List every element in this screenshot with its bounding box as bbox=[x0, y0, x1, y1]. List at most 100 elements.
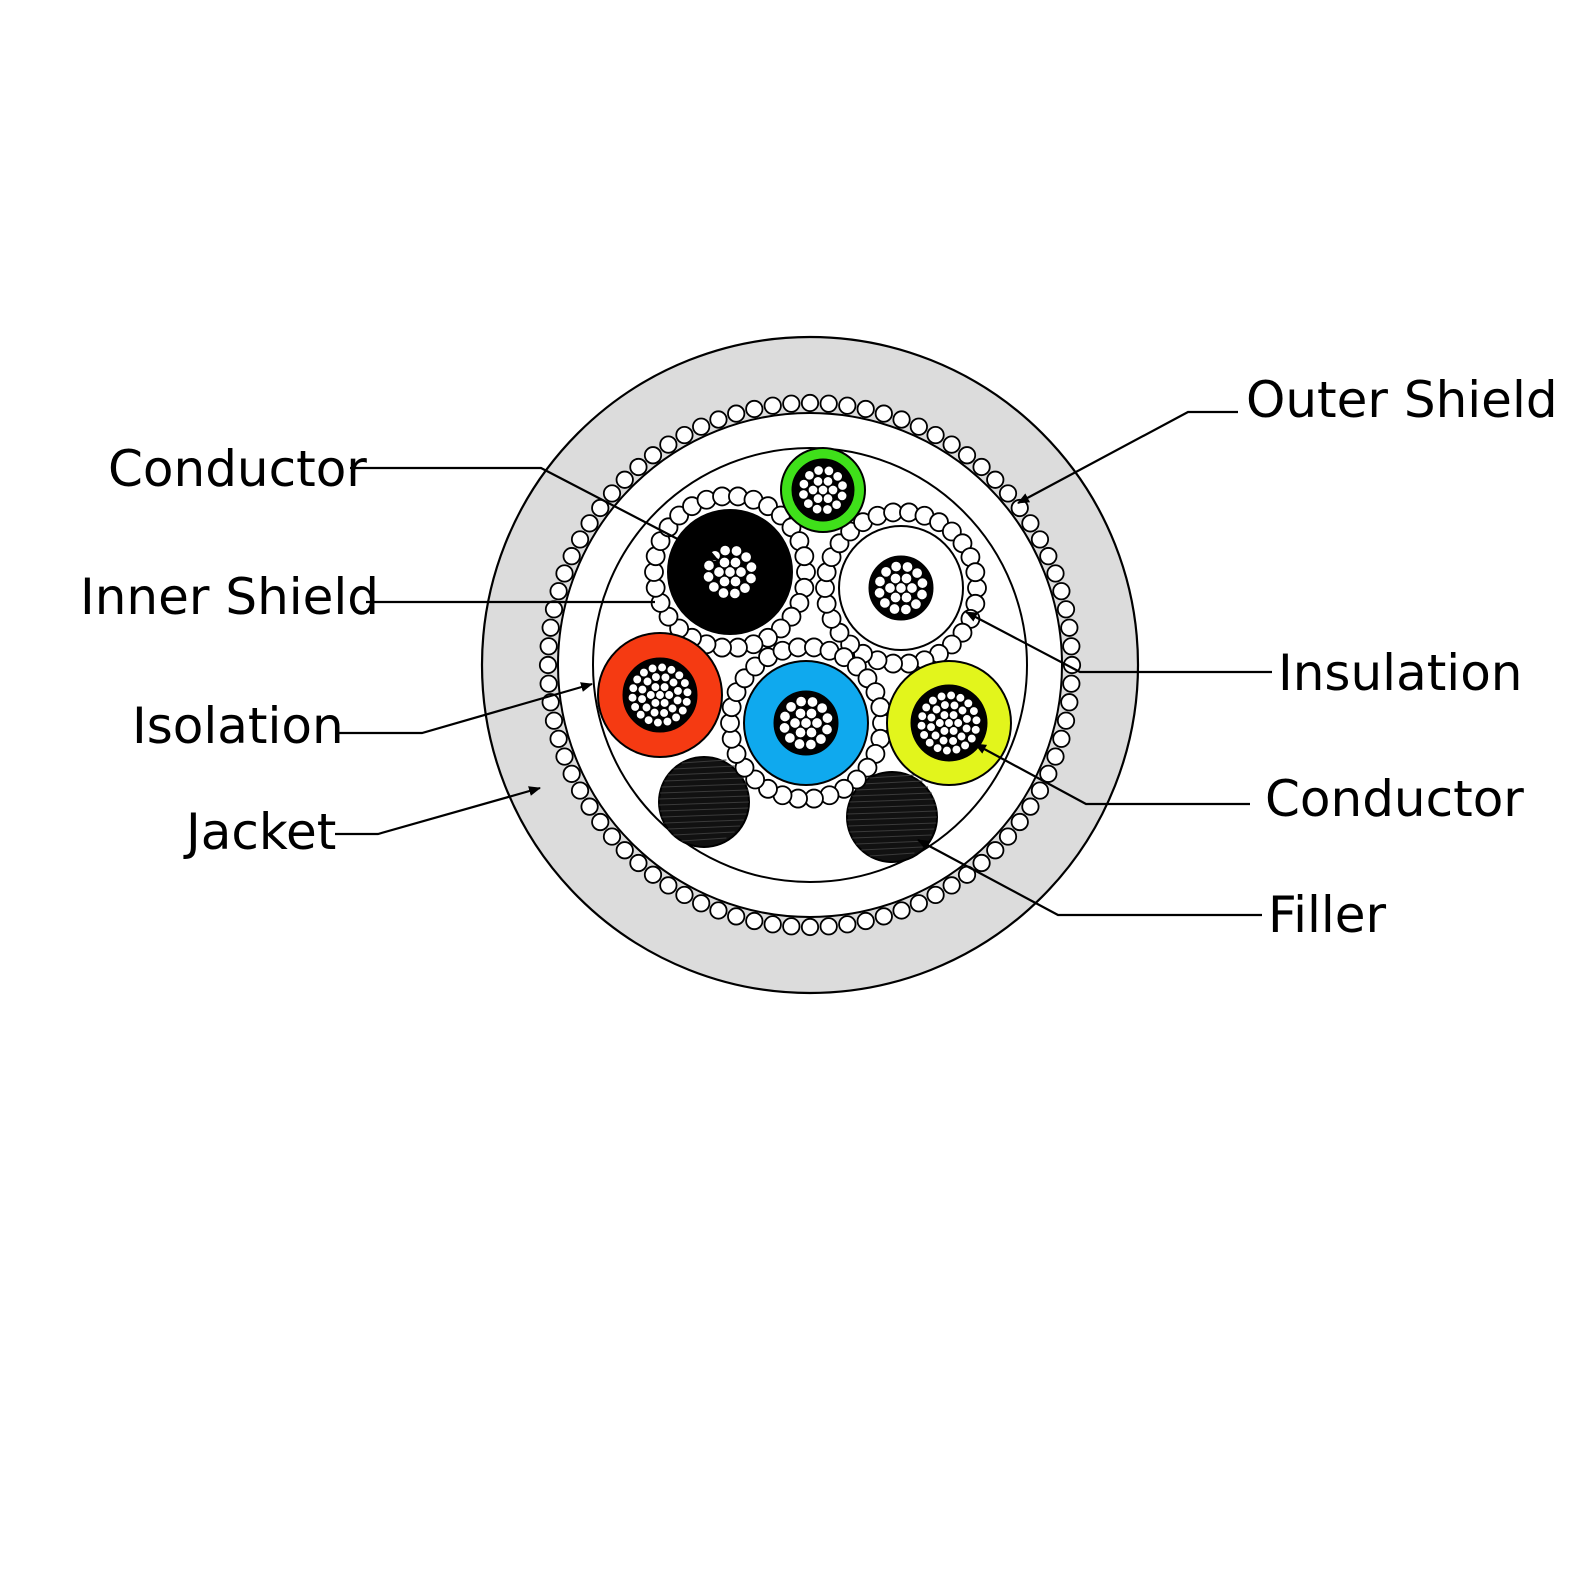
core-blue bbox=[743, 660, 869, 786]
outer-shield-wire bbox=[643, 865, 663, 884]
conductor-strand bbox=[938, 735, 949, 746]
label-outer-shield: Outer Shield bbox=[1246, 371, 1558, 429]
conductor-strand bbox=[739, 550, 753, 564]
outer-shield-wire bbox=[892, 410, 911, 429]
outer-shield-wire bbox=[1060, 693, 1079, 712]
inner-shield-blue-core bbox=[720, 637, 892, 809]
outer-shield-wire bbox=[942, 876, 961, 895]
outer-shield-wire bbox=[602, 827, 622, 846]
conductor-strand bbox=[915, 588, 929, 601]
conductor-strand bbox=[662, 716, 673, 727]
filler-strand-texture bbox=[869, 852, 915, 857]
outer-shield-wire bbox=[709, 410, 728, 429]
outer-shield-wire bbox=[926, 425, 945, 445]
conductor-strand bbox=[650, 671, 662, 683]
conductor-strand bbox=[805, 726, 818, 739]
conductor-strand bbox=[812, 464, 825, 477]
conductor-strand bbox=[670, 712, 682, 723]
conductor-strand bbox=[745, 560, 758, 574]
conductor-strand bbox=[955, 692, 966, 704]
conductor-strand bbox=[910, 566, 924, 580]
conductor-strand bbox=[802, 497, 814, 510]
conductor-strand bbox=[941, 745, 953, 756]
conductor-strand bbox=[821, 503, 834, 516]
outer-shield-wire bbox=[539, 674, 558, 693]
conductor-strand bbox=[952, 717, 964, 729]
leader-insulation bbox=[965, 611, 1272, 674]
conductor-strand bbox=[901, 560, 914, 574]
outer-shield-wire bbox=[643, 446, 663, 465]
outer-shield-wire bbox=[1030, 781, 1050, 800]
conductor-strand bbox=[712, 565, 726, 579]
conductor-strand bbox=[794, 695, 808, 708]
outer-shield-wire bbox=[1056, 600, 1076, 619]
conductor-strand bbox=[674, 670, 685, 681]
filler-strand-texture bbox=[847, 816, 937, 821]
conductor-strand bbox=[916, 720, 927, 731]
filler-strand-texture bbox=[667, 771, 741, 776]
filler-strand-texture bbox=[861, 780, 923, 785]
outer-shield-wire bbox=[615, 470, 634, 489]
conductor-strand bbox=[702, 570, 715, 584]
conductor-strand bbox=[927, 695, 939, 706]
outer-shield-wire bbox=[1062, 637, 1081, 656]
outer-shield-wire bbox=[874, 404, 893, 423]
conductor-strand bbox=[836, 479, 849, 492]
outer-shield-wire bbox=[972, 853, 991, 873]
conductor-strand bbox=[936, 691, 947, 702]
outer-shield-wire bbox=[874, 907, 893, 926]
filler-strand-texture bbox=[847, 822, 937, 827]
outer-shield-wire bbox=[544, 711, 564, 730]
outer-shield-wire bbox=[745, 399, 764, 419]
conductor-strand bbox=[949, 700, 960, 711]
conductor-strand bbox=[832, 470, 844, 483]
outer-shield-wire bbox=[1030, 530, 1050, 549]
filler-strand-texture bbox=[681, 759, 727, 764]
outer-shield-wire bbox=[1021, 514, 1040, 533]
outer-shield-wire bbox=[544, 600, 564, 619]
conductor-strand bbox=[810, 716, 824, 730]
outer-shield-wire bbox=[709, 901, 728, 920]
outer-shield-wire bbox=[819, 394, 838, 413]
conductor-strand bbox=[830, 499, 843, 511]
inner-shield-wire bbox=[965, 562, 986, 583]
conductor-strand bbox=[899, 603, 913, 616]
inner-shield-black-core bbox=[644, 486, 816, 658]
conductor-strand bbox=[959, 740, 971, 751]
filler-strand-texture bbox=[869, 774, 915, 779]
outer-shield-wire bbox=[555, 564, 574, 583]
conductor-strand bbox=[798, 478, 810, 490]
core-yellow bbox=[886, 660, 1012, 786]
filler-strand-texture bbox=[855, 840, 929, 845]
filler-strand-texture bbox=[849, 828, 935, 833]
conductor-strand bbox=[658, 707, 670, 719]
leader-isolation bbox=[335, 682, 593, 735]
conductor-strand bbox=[961, 713, 973, 725]
conductor-strand bbox=[794, 707, 807, 720]
conductor-strand bbox=[666, 664, 677, 676]
outer-shield-wire bbox=[1060, 618, 1079, 637]
conductor-strand bbox=[778, 710, 792, 723]
outer-shield-wire bbox=[1056, 711, 1076, 730]
conductor-strand bbox=[931, 704, 942, 715]
conductor-strand bbox=[879, 565, 893, 579]
conductor-strand bbox=[729, 575, 742, 588]
conductor-strand bbox=[970, 724, 981, 736]
inner-shield-wire bbox=[794, 546, 815, 567]
outer-shield-wire bbox=[856, 911, 875, 931]
outer-shield-wire bbox=[986, 841, 1005, 860]
conductor-strand bbox=[815, 701, 829, 715]
core-black bbox=[667, 509, 793, 635]
conductor-strand bbox=[660, 672, 671, 683]
conductor-strand bbox=[947, 735, 959, 747]
conductor-strand bbox=[718, 544, 732, 557]
conductor-strand bbox=[956, 731, 967, 742]
conductor-strand bbox=[820, 723, 834, 736]
filler-strand-texture bbox=[661, 783, 747, 788]
outer-shield-wire bbox=[998, 484, 1018, 503]
outer-shield-wire bbox=[538, 655, 558, 675]
conductor-strand bbox=[930, 730, 941, 741]
label-insulation: Insulation bbox=[1278, 644, 1522, 702]
outer-shield-wire bbox=[763, 915, 782, 934]
conductor-strand bbox=[797, 488, 810, 501]
